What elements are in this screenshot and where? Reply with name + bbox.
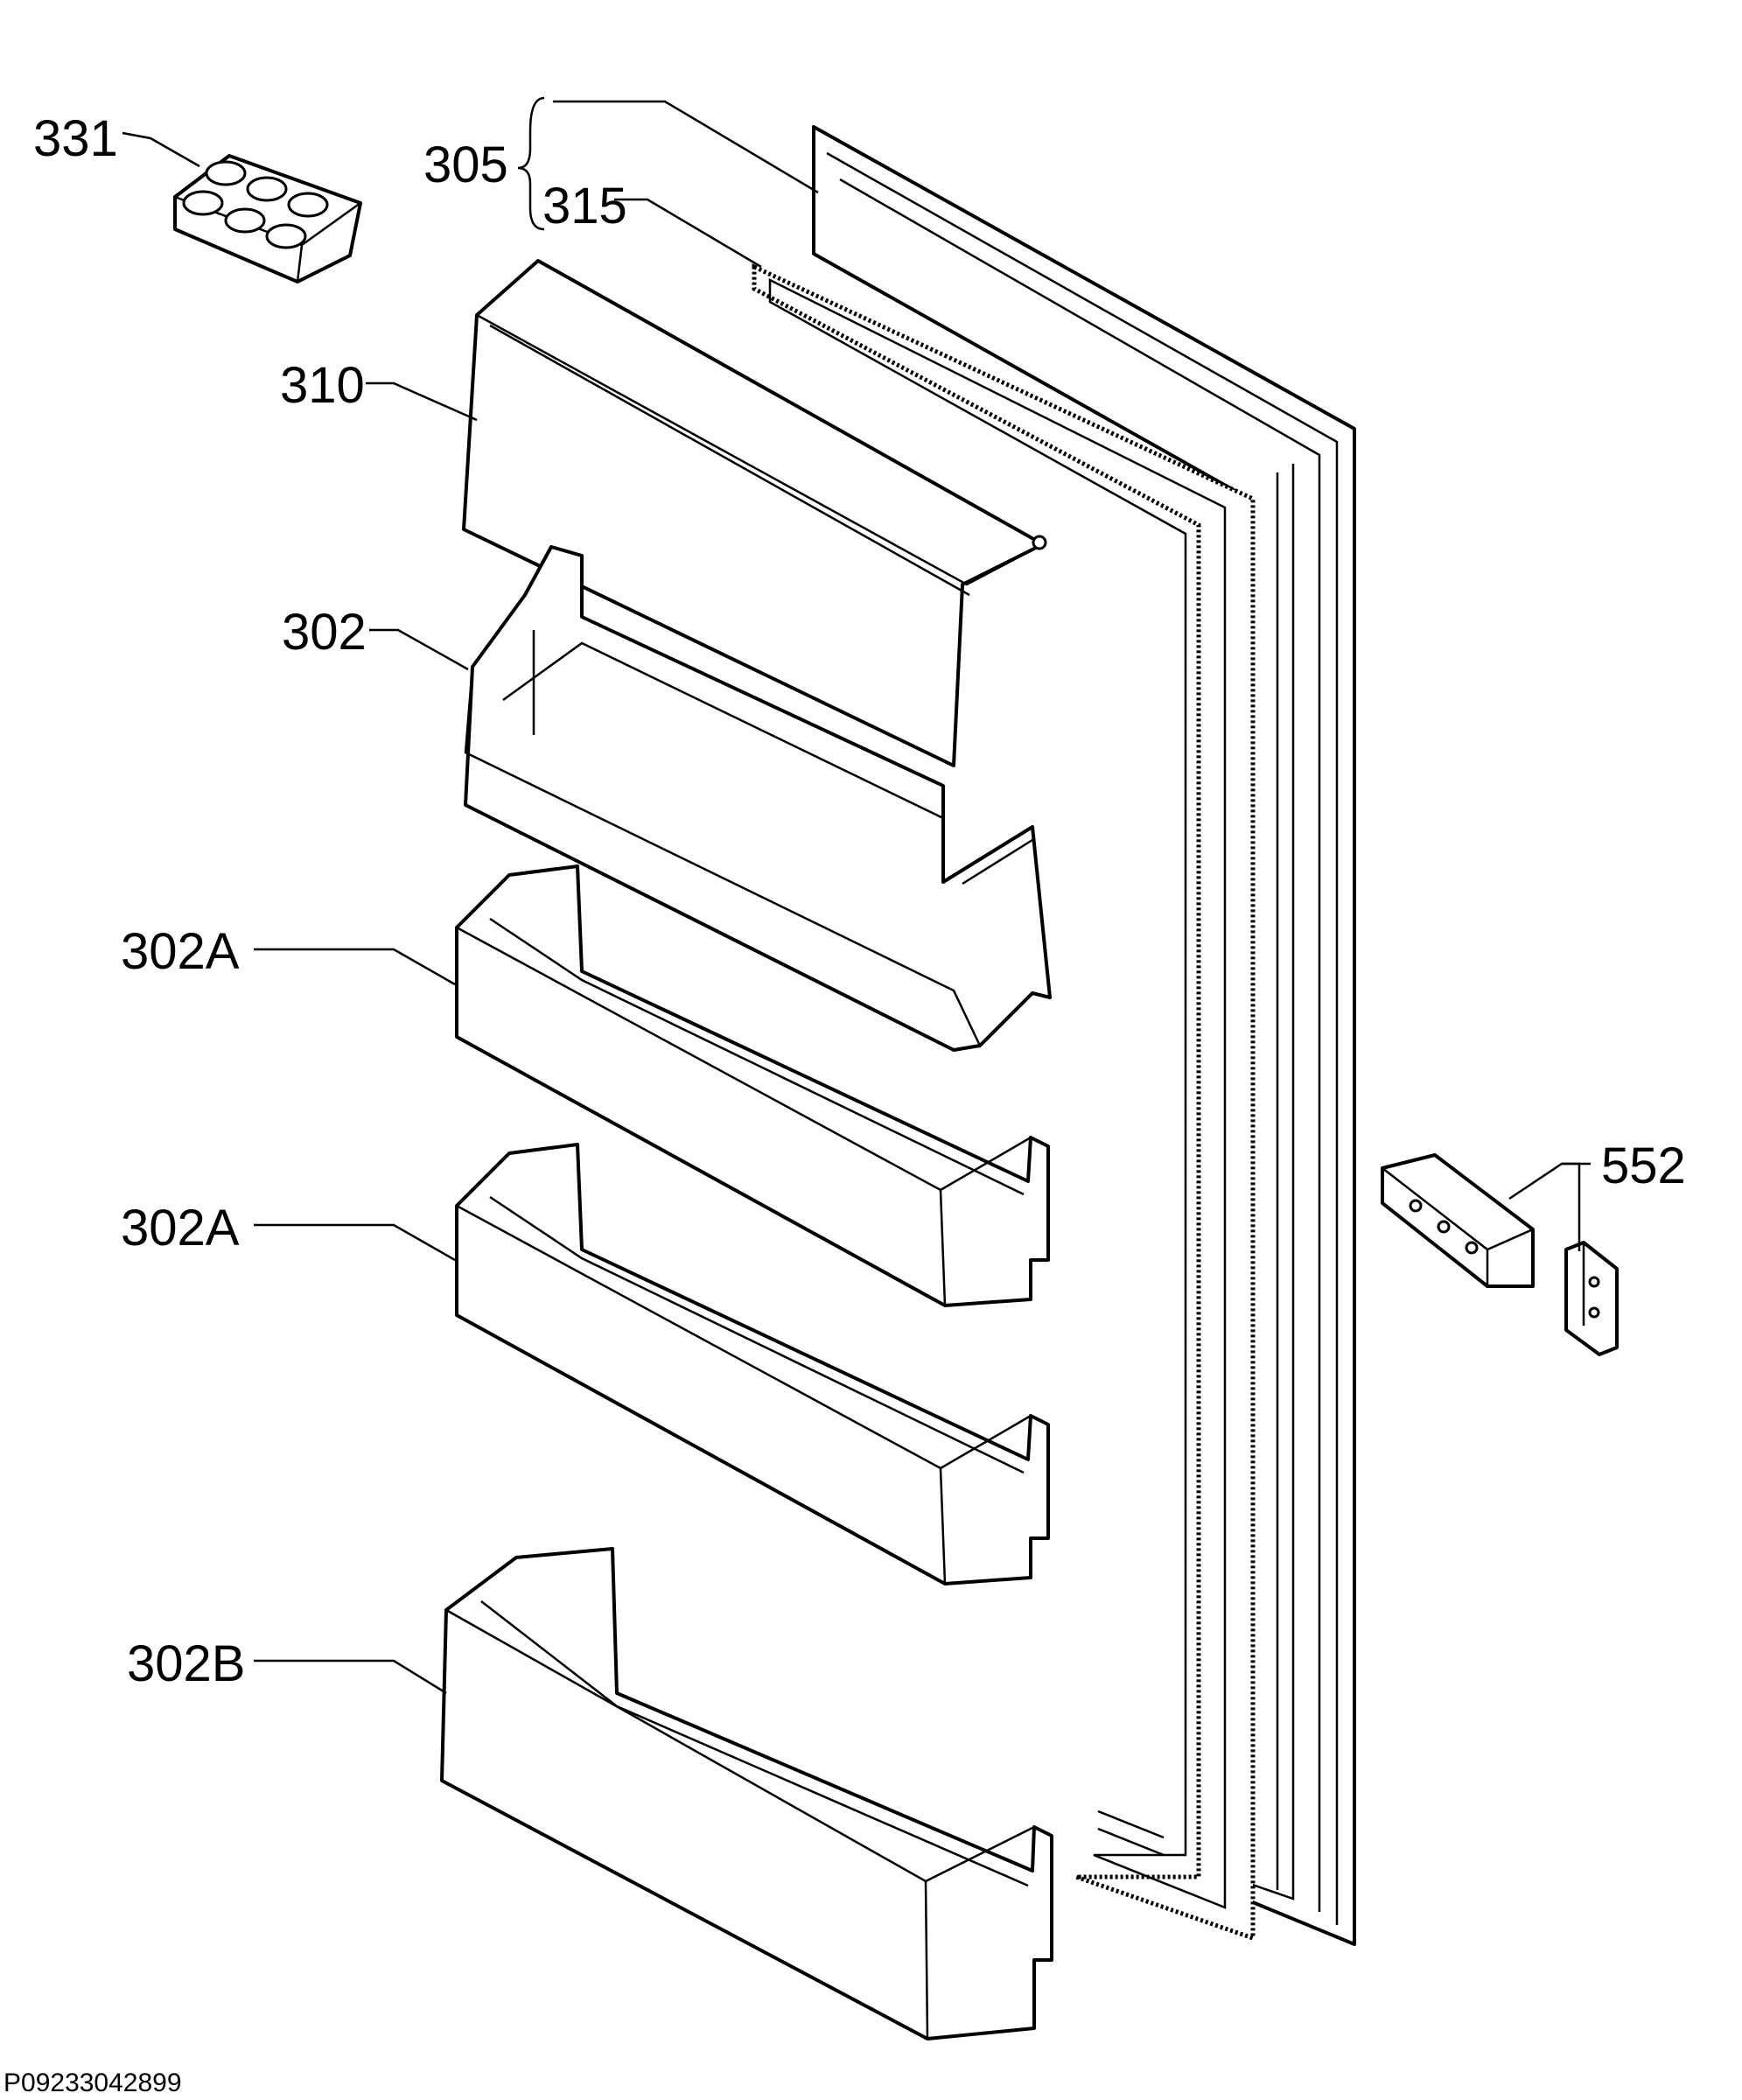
hinge-plate bbox=[1381, 1153, 1535, 1288]
shelf-302a-upper bbox=[455, 864, 1050, 1307]
shelf-302b bbox=[440, 1547, 1053, 2040]
label-305: 305 bbox=[423, 136, 508, 193]
document-id: P09233042899 bbox=[3, 2068, 182, 2097]
label-310: 310 bbox=[280, 357, 365, 414]
label-552: 552 bbox=[1601, 1138, 1686, 1194]
label-302: 302 bbox=[282, 604, 367, 661]
hinge-bracket bbox=[1564, 1241, 1619, 1356]
label-302a-upper: 302A bbox=[121, 923, 240, 980]
dairy-flap bbox=[462, 259, 1047, 767]
label-302a-lower: 302A bbox=[121, 1200, 240, 1256]
shelf-302a-lower bbox=[455, 1143, 1050, 1586]
shelf-302 bbox=[464, 545, 1052, 1052]
label-331: 331 bbox=[33, 110, 118, 167]
label-315: 315 bbox=[542, 178, 627, 234]
label-302b: 302B bbox=[127, 1635, 245, 1692]
door-gasket bbox=[752, 263, 1256, 1942]
leader-lines bbox=[122, 96, 1591, 1695]
door-frame bbox=[812, 125, 1356, 1946]
egg-tray bbox=[173, 154, 362, 284]
